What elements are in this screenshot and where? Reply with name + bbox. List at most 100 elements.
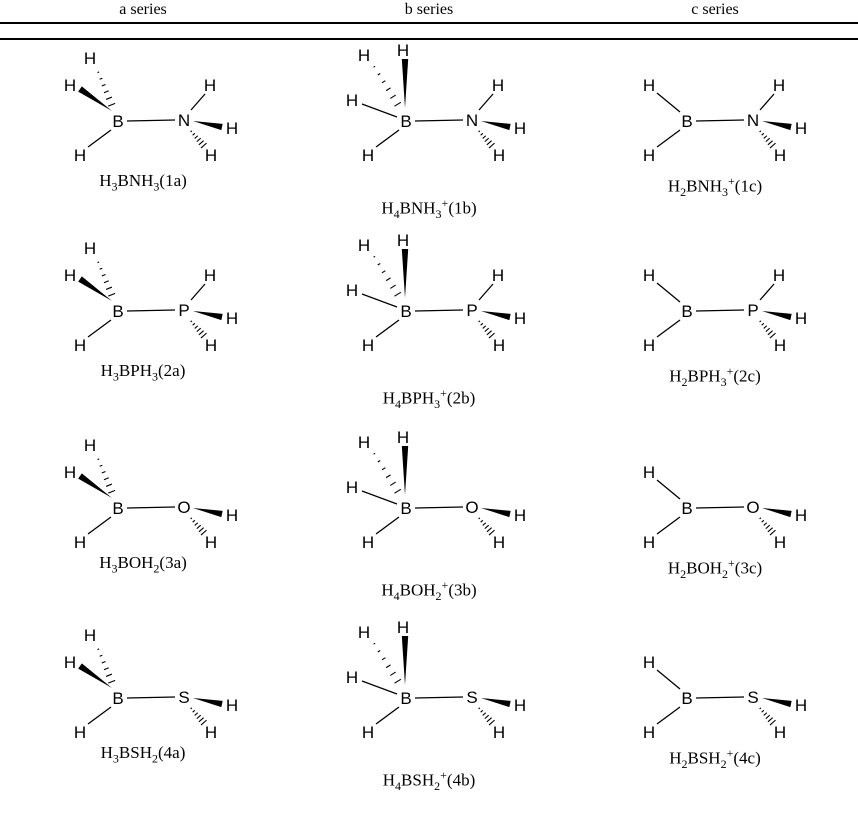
single-bond [656,282,681,303]
hydrogen-atom: H [514,506,526,525]
hashed-bond [373,255,402,297]
formula-part: 3 [722,185,729,200]
wedge-bond [78,276,112,301]
molecule-formula-label: H4BSH2+(4b) [286,764,572,797]
formula-part: + [440,768,447,782]
formula-part: + [726,364,734,378]
single-bond [656,92,681,113]
boron-atom: B [112,112,123,131]
formula-part: BPH [401,388,435,408]
hashed-bond [478,517,495,536]
formula-part: 2 [435,589,442,604]
center-atom: N [178,111,190,130]
wedge-bond [193,508,223,518]
formula-part: 3 [112,751,119,766]
single-bond [478,93,494,111]
single-bond [414,309,464,312]
formula-part: 3 [111,561,118,576]
formula-part: BOH [686,558,723,578]
hydrogen-atom: H [74,533,86,552]
hydrogen-atom: H [205,146,217,165]
boron-atom: B [681,302,692,321]
wedge-bond [78,86,112,111]
hydrogen-atom: H [643,76,655,95]
boron-atom: B [400,112,411,131]
formula-part: 3 [435,207,442,222]
single-bond [695,119,745,122]
single-bond [656,669,681,690]
boron-atom: B [400,499,411,518]
molecule-formula-label: H3BNH3(1a) [0,170,286,197]
formula-part: 4 [393,207,400,222]
hashed-bond [373,65,402,107]
molecule-formula-label: H2BNH3+(1c) [572,170,858,203]
formula-part: 2 [681,375,688,390]
center-atom: S [747,688,758,707]
single-bond [656,516,681,535]
hydrogen-atom: H [773,76,785,95]
center-atom: P [466,301,477,320]
formula-part: (2b) [446,388,476,408]
formula-part: (1a) [159,171,187,190]
single-bond [414,119,464,122]
hydrogen-atom: H [64,76,76,95]
hydrogen-atom: H [795,506,807,525]
table-header-a: a series [119,1,167,18]
hydrogen-atom: H [84,626,96,645]
hydrogen-atom: H [774,336,786,355]
single-bond [414,506,464,509]
wedge-bond [193,121,223,131]
hashed-bond [478,130,495,149]
formula-part: 2 [722,567,729,582]
formula-part: 4 [393,589,400,604]
formula-part: (1c) [734,176,763,196]
hydrogen-atom: H [795,309,807,328]
single-bond [759,93,775,111]
formula-part: 2 [680,185,687,200]
single-bond [695,696,745,699]
hydrogen-atom: H [204,266,216,285]
hydrogen-atom: H [74,336,86,355]
molecule-formula-label: H2BSH2+(4c) [572,742,858,775]
single-bond [361,680,398,695]
boron-atom: B [681,112,692,131]
hydrogen-atom: H [64,653,76,672]
hydrogen-atom: H [492,76,504,95]
hydrogen-atom: H [514,696,526,715]
center-atom: S [178,688,189,707]
hydrogen-atom: H [397,428,409,447]
hydrogen-atom: H [205,336,217,355]
formula-part: 2 [680,567,687,582]
wedge-bond [401,446,409,495]
hydrogen-atom: H [493,146,505,165]
formula-part: + [726,746,734,760]
header-top-rule [0,22,858,24]
hydrogen-atom: H [362,336,374,355]
molecule-formula-label: H2BPH3+(2c) [572,360,858,393]
hashed-bond [97,261,116,297]
formula-part: (4c) [733,748,761,768]
formula-part: H [99,171,112,190]
wedge-bond [762,698,792,708]
formula-part: 3 [153,179,160,194]
wedge-bond [762,508,792,518]
hashed-bond [97,71,116,107]
formula-part: BNH [399,198,436,218]
hydrogen-atom: H [358,433,370,452]
single-bond [695,506,745,509]
hashed-bond [759,707,776,726]
hydrogen-atom: H [64,266,76,285]
single-bond [656,129,681,148]
formula-part: H [667,176,681,196]
wedge-bond [481,698,511,708]
formula-part: (4b) [446,770,476,790]
hydrogen-atom: H [358,623,370,642]
formula-part: + [440,386,447,400]
hydrogen-atom: H [64,463,76,482]
center-atom: P [747,301,758,320]
single-bond [126,309,176,312]
